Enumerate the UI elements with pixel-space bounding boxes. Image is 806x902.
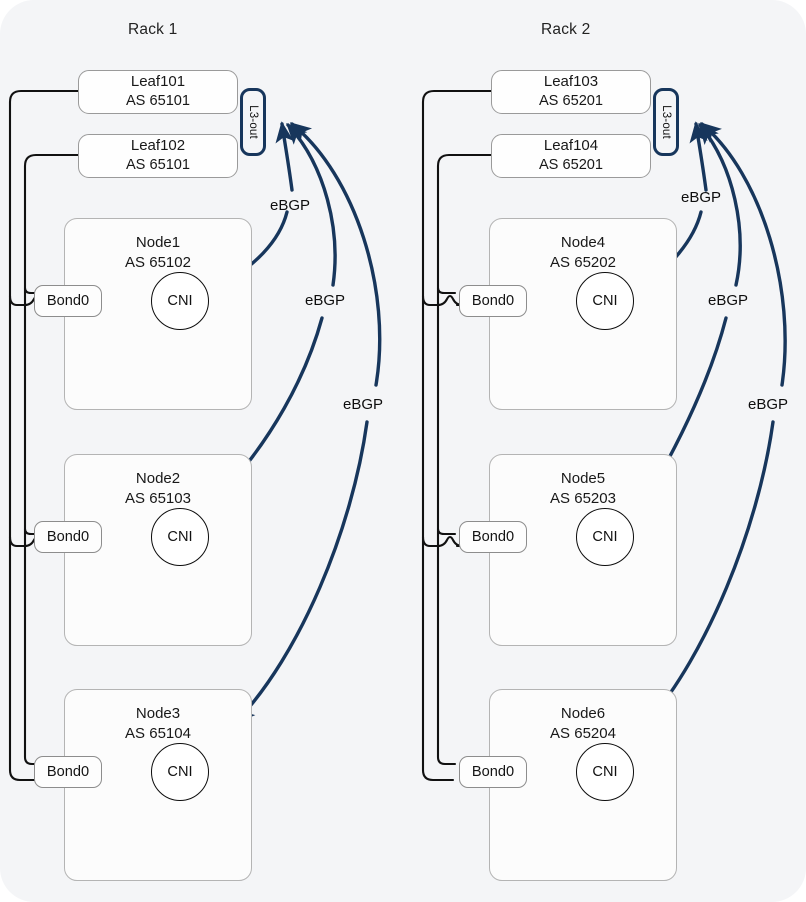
- leaf104-asn: AS 65201: [538, 157, 604, 174]
- ebgp-label-rack2-2: eBGP: [708, 292, 749, 309]
- cni-circle-node4[interactable]: CNI: [576, 272, 634, 330]
- cni-circle-node5[interactable]: CNI: [576, 508, 634, 566]
- node1-name: Node1: [135, 234, 181, 251]
- leaf-box-leaf103[interactable]: Leaf103 AS 65201: [491, 70, 651, 114]
- rack-title-1: Rack 1: [128, 21, 178, 38]
- ebgp-label-rack2-3: eBGP: [748, 396, 789, 413]
- node4-name: Node4: [560, 234, 606, 251]
- node3-name: Node3: [135, 705, 181, 722]
- rack-title-2: Rack 2: [541, 21, 591, 38]
- node6-name: Node6: [560, 705, 606, 722]
- l3out-box-rack2[interactable]: L3-out: [653, 88, 679, 156]
- ebgp-label-rack2-1: eBGP: [681, 189, 722, 206]
- bond-box-node1[interactable]: Bond0: [34, 285, 102, 317]
- node5-name: Node5: [560, 470, 606, 487]
- leaf101-name: Leaf101: [130, 73, 186, 91]
- bond-box-node4[interactable]: Bond0: [459, 285, 527, 317]
- rack1-ebgp-node3-curve: [234, 122, 382, 724]
- cni-circle-node2[interactable]: CNI: [151, 508, 209, 566]
- node5-asn: AS 65203: [550, 490, 616, 507]
- rack2-leaf104-bond-wires: [436, 153, 493, 766]
- bond-box-node5[interactable]: Bond0: [459, 521, 527, 553]
- node2-asn: AS 65103: [125, 490, 191, 507]
- cni-circle-node6[interactable]: CNI: [576, 743, 634, 801]
- leaf103-asn: AS 65201: [538, 93, 604, 110]
- node3-asn: AS 65104: [125, 725, 191, 742]
- node6-asn: AS 65204: [550, 725, 616, 742]
- bond-box-node2[interactable]: Bond0: [34, 521, 102, 553]
- ebgp-label-rack1-2: eBGP: [305, 292, 346, 309]
- l3out-box-rack1[interactable]: L3-out: [240, 88, 266, 156]
- node1-asn: AS 65102: [125, 254, 191, 271]
- leaf104-name: Leaf104: [543, 137, 599, 155]
- rack2-leaf103-bond-wires: [421, 89, 493, 782]
- leaf-box-leaf102[interactable]: Leaf102 AS 65101: [78, 134, 238, 178]
- leaf-box-leaf101[interactable]: Leaf101 AS 65101: [78, 70, 238, 114]
- ebgp-label-rack1-3: eBGP: [343, 396, 384, 413]
- bond-box-node3[interactable]: Bond0: [34, 756, 102, 788]
- leaf102-asn: AS 65101: [125, 157, 191, 174]
- bond-box-node6[interactable]: Bond0: [459, 756, 527, 788]
- node4-asn: AS 65202: [550, 254, 616, 271]
- leaf-box-leaf104[interactable]: Leaf104 AS 65201: [491, 134, 651, 178]
- leaf101-asn: AS 65101: [125, 93, 191, 110]
- l3out-label-rack2: L3-out: [660, 105, 672, 139]
- cni-circle-node3[interactable]: CNI: [151, 743, 209, 801]
- rack1-leaf102-bond-wires: [23, 153, 80, 766]
- cni-circle-node1[interactable]: CNI: [151, 272, 209, 330]
- node2-name: Node2: [135, 470, 181, 487]
- leaf103-name: Leaf103: [543, 73, 599, 91]
- leaf102-name: Leaf102: [130, 137, 186, 155]
- ebgp-label-rack1-1: eBGP: [270, 197, 311, 214]
- l3out-label-rack1: L3-out: [247, 105, 259, 139]
